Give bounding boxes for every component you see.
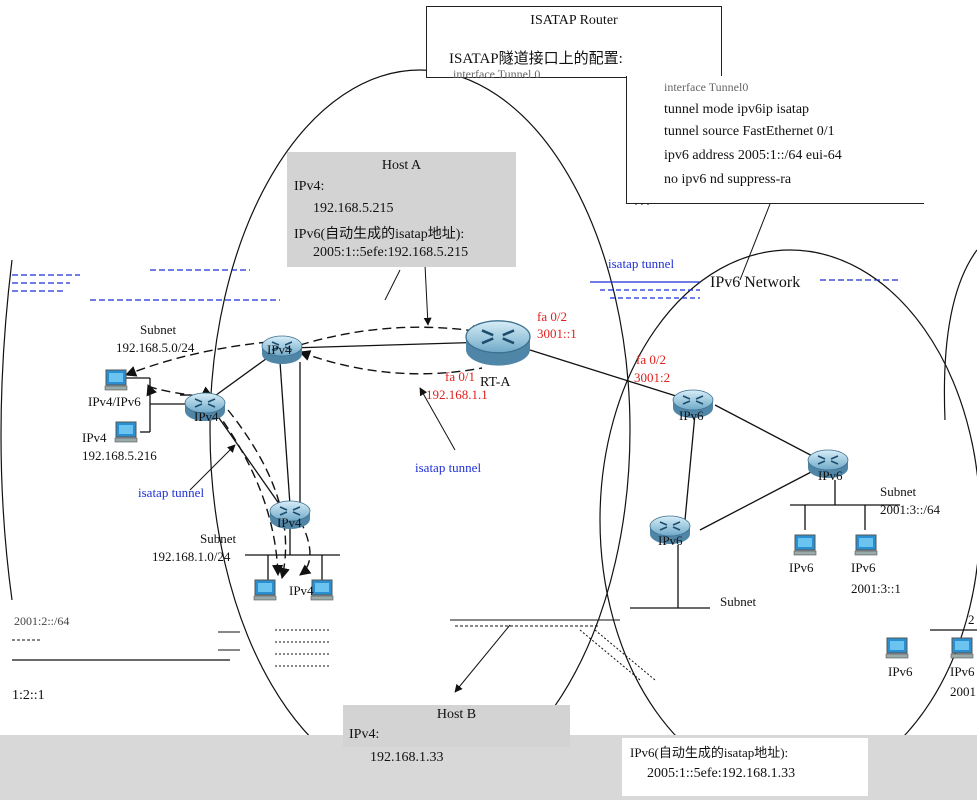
subnet-5-cidr: 192.168.5.0/24 <box>116 340 195 355</box>
tunnel-paths <box>124 324 484 580</box>
left-addr-partial: 1:2::1 <box>12 688 45 703</box>
router-box-title: ISATAP Router <box>530 13 618 28</box>
right-network-arc <box>943 249 977 421</box>
isatap-tunnel-label: isatap tunnel <box>138 485 205 500</box>
host-b-ipv4-label: IPv4: <box>349 727 380 742</box>
host-a-title: Host A <box>381 158 422 173</box>
rt-a-fa02-label: fa 0/2 <box>537 309 567 324</box>
rt-a-fa01-label: fa 0/1 <box>445 369 475 384</box>
tunnel-band-left <box>12 269 280 301</box>
pc-ipv6-2001-3-1 <box>854 534 878 556</box>
host-a-box: Host A IPv4: 192.168.5.215 IPv6(自动生成的isa… <box>287 152 516 267</box>
host-a-ipv6: 2005:1::5efe:192.168.5.215 <box>313 245 469 260</box>
pc-ipv4-subnet1 <box>310 579 334 601</box>
subnet-label: Subnet <box>720 594 757 609</box>
pc-host-b <box>253 579 277 601</box>
pc-ipv6-bottom-right <box>885 637 909 659</box>
scan-artifacts <box>12 619 656 681</box>
host-ipv4-label: IPv4 <box>289 583 314 598</box>
router-config-box: interface Tunnel0 tunnel mode ipv6ip isa… <box>626 76 924 204</box>
host-b-title: Host B <box>436 707 477 722</box>
host-b-ipv6-box: IPv6(自动生成的isatap地址): 2005:1::5efe:192.16… <box>622 738 868 796</box>
right-partial-label: 2 <box>968 612 975 627</box>
host-ipv6-label: IPv6 <box>851 560 876 575</box>
links <box>12 341 977 661</box>
host-ipv6-addr: 2001:3::1 <box>851 581 901 596</box>
subnet-label: Subnet <box>200 531 237 546</box>
config-line: ipv6 address 2005:1::/64 eui-64 <box>664 148 842 163</box>
router-rt-a <box>464 319 532 367</box>
config-line: tunnel mode ipv6ip isatap <box>664 102 810 117</box>
isatap-tunnel-label: isatap tunnel <box>608 256 675 271</box>
router-box-caption: ISATAP隧道接口上的配置: <box>449 51 623 67</box>
router-ipv4-label: IPv4 <box>277 515 302 530</box>
host-ipv6-label: IPv6 <box>888 664 913 679</box>
router-box-partial-line: interface Tunnel 0 <box>453 67 541 81</box>
pc-ipv4-216 <box>114 421 138 443</box>
router-ipv4-label: IPv4 <box>267 342 292 357</box>
host-b-ipv6: 2005:1::5efe:192.168.1.33 <box>647 766 796 781</box>
host-b-ipv4: 192.168.1.33 <box>370 750 444 765</box>
isatap-router-box: ISATAP Router ISATAP隧道接口上的配置: interface … <box>426 6 722 81</box>
host-ipv4-ipv6-label: IPv4/IPv6 <box>88 394 141 409</box>
config-line: no ipv6 nd suppress-ra <box>664 172 792 187</box>
pc-host-a <box>104 369 128 391</box>
subnet-label: Subnet <box>140 322 177 337</box>
router-ipv6-label: IPv6 <box>679 408 704 423</box>
host-b-ipv6-label: IPv6(自动生成的isatap地址): <box>630 745 789 760</box>
config-line: tunnel source FastEthernet 0/1 <box>664 124 835 139</box>
router-ipv6-label: IPv6 <box>818 468 843 483</box>
host-ipv6-label: IPv6 <box>789 560 814 575</box>
host-ipv6-partial: IPv6 <box>950 664 975 679</box>
host-a-ipv4-label: IPv4: <box>294 179 325 194</box>
host-addr-partial: 2001 <box>950 684 976 699</box>
host-ipv4-label: IPv4 <box>82 430 107 445</box>
pointer-arrows <box>189 264 511 693</box>
rt-a-fa01-addr: 192.168.1.1 <box>426 387 488 402</box>
router-ipv6-label: IPv6 <box>658 533 683 548</box>
host-a-ipv4: 192.168.5.215 <box>313 201 394 216</box>
left-network-arc <box>0 259 13 601</box>
tunnel-band-right <box>590 279 900 299</box>
subnet-label: Subnet <box>880 484 917 499</box>
peer-fa02-addr: 3001:2 <box>634 370 671 385</box>
host-ipv4-addr: 192.168.5.216 <box>82 448 157 463</box>
config-line: interface Tunnel0 <box>664 80 749 94</box>
subnet-2001-3-cidr: 2001:3::/64 <box>880 502 940 517</box>
pc-ipv6-a <box>793 534 817 556</box>
subnet-1-cidr: 192.168.1.0/24 <box>152 549 231 564</box>
rt-a-fa02-addr: 3001::1 <box>537 326 577 341</box>
host-a-ipv6-label: IPv6(自动生成的isatap地址): <box>294 227 465 242</box>
pc-ipv6-edge <box>950 637 974 659</box>
router-ipv4-label: IPv4 <box>194 409 219 424</box>
ipv6-network-label: IPv6 Network <box>710 274 801 291</box>
host-b-box: Host B IPv4: <box>343 705 570 747</box>
left-subnet-partial: 2001:2::/64 <box>14 614 70 628</box>
isatap-tunnel-label: isatap tunnel <box>415 460 482 475</box>
rt-a-label: RT-A <box>480 375 511 390</box>
peer-fa02-label: fa 0/2 <box>636 352 666 367</box>
